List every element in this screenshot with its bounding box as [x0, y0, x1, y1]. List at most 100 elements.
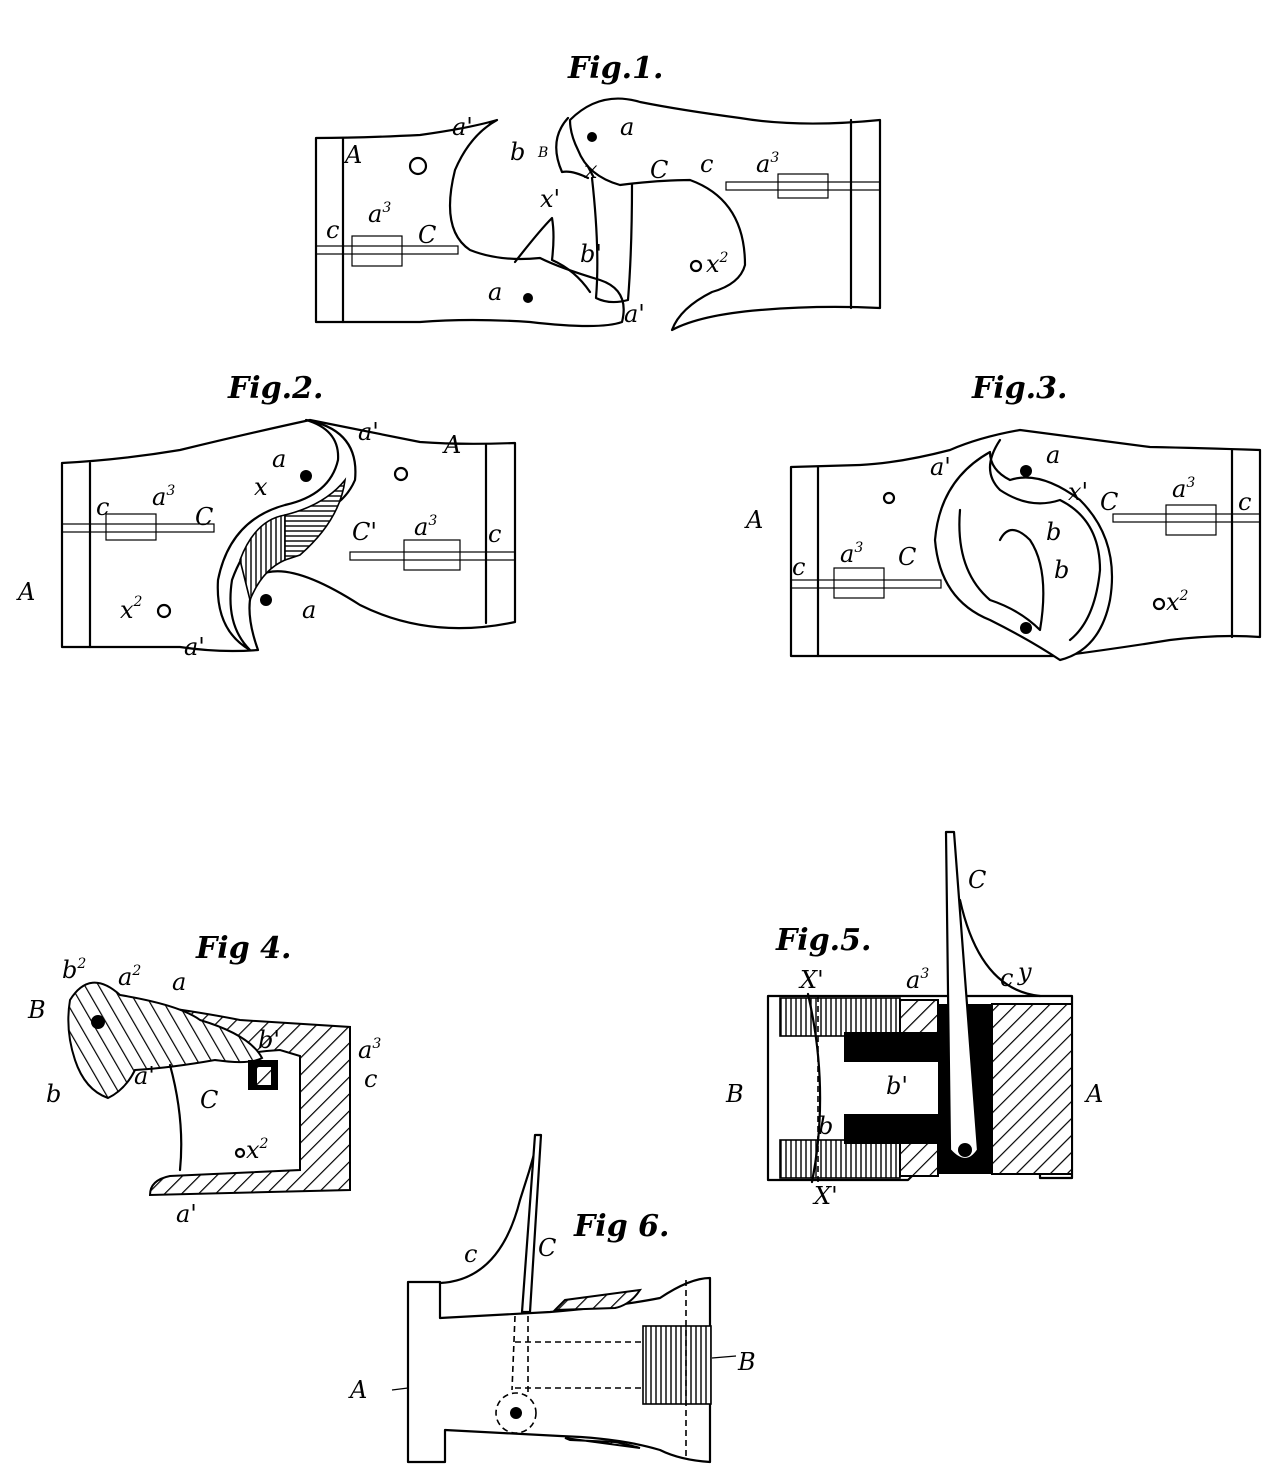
- figure-4-title: Fig 4.: [195, 931, 291, 966]
- fig4-pivot: [91, 1015, 105, 1029]
- fig1-pivot-lower: [523, 293, 533, 303]
- fig1-label-A: A: [343, 141, 362, 169]
- fig1-label-a1-top: a': [452, 113, 473, 141]
- fig1-label-c-right: c: [700, 150, 713, 178]
- fig6-label-B: B: [737, 1348, 756, 1376]
- fig3-label-x2: x2: [1166, 588, 1189, 616]
- fig3-label-x1: x': [1068, 478, 1088, 506]
- figure-5-title: Fig.5.: [775, 923, 871, 958]
- fig3-label-c-left: c: [792, 553, 805, 581]
- fig1-label-a1-bottom: a': [624, 300, 645, 328]
- fig5-label-x1-bottom: X': [812, 1182, 838, 1210]
- fig1-label-b1: b': [580, 240, 602, 268]
- fig2-label-A-right: A: [442, 431, 461, 459]
- fig3-label-c-right: c: [1238, 488, 1251, 516]
- fig2-spring-rod-left: [61, 523, 215, 533]
- fig2-body: [60, 418, 517, 653]
- fig1-label-a3-left: a3: [368, 200, 391, 228]
- fig4-label-b2: b2: [62, 956, 86, 984]
- fig2-label-C-left: C: [195, 503, 213, 531]
- fig2-pivot-upper: [300, 470, 312, 482]
- fig5-upper-ribs: [779, 997, 901, 1037]
- figure-2: Fig.2. a' A a x C C' c c a3 a3 a a' A x2: [16, 371, 517, 661]
- fig4-label-a3: a3: [358, 1036, 381, 1064]
- fig6-lower-hatch: [564, 1437, 641, 1449]
- fig1-label-C-left: C: [418, 221, 436, 249]
- fig1-pin-x2: [689, 259, 703, 273]
- fig2-label-x: x: [254, 473, 268, 501]
- fig1-spring-housing-right: [777, 173, 829, 199]
- fig4-pin-x2: [234, 1147, 246, 1159]
- fig5-curve-b: [806, 992, 822, 1184]
- fig2-label-c-right: c: [488, 520, 501, 548]
- fig5-label-c: c: [1000, 964, 1013, 992]
- fig4-spring-core: [255, 1065, 273, 1087]
- fig2-spring-rod-right: [349, 551, 516, 561]
- fig2-label-C1-right: C': [352, 518, 377, 546]
- fig5-right-section: [991, 1003, 1073, 1175]
- fig4-label-a1-mid: a': [134, 1062, 155, 1090]
- fig3-spring-rod-left: [790, 579, 942, 589]
- fig6-upper-hatch: [552, 1288, 643, 1312]
- fig4-label-a: a: [172, 968, 186, 996]
- figure-6: Fig 6. c C A B: [348, 1133, 756, 1464]
- fig1-lower-jaw-tip: [513, 216, 592, 294]
- fig1-label-B: B: [537, 145, 548, 161]
- fig4-jaw-section: [67, 981, 264, 1100]
- fig1-label-b: b: [510, 138, 525, 166]
- fig6-label-A: A: [348, 1376, 367, 1404]
- fig5-upper-section: [899, 999, 939, 1037]
- fig3-label-b-upper: b: [1046, 518, 1061, 546]
- fig3-pivot-lower: [1020, 622, 1032, 634]
- fig2-s-shell: [216, 418, 357, 652]
- fig5-lower-section: [899, 1139, 939, 1177]
- fig5-lower-ribs: [779, 1139, 901, 1179]
- fig5-lever-C: [944, 830, 980, 1161]
- fig5-label-b1: b': [886, 1072, 908, 1100]
- fig1-spring-rod-right: [725, 181, 881, 191]
- fig4-label-a1-bottom: a': [176, 1200, 197, 1228]
- fig4-label-b1: b': [258, 1026, 280, 1054]
- fig4-inner-curve: [168, 1063, 183, 1172]
- fig5-label-A: A: [1084, 1080, 1103, 1108]
- fig1-label-a-top: a: [620, 113, 634, 141]
- fig1-label-a3-right: a3: [756, 150, 779, 178]
- fig3-label-A: A: [744, 506, 763, 534]
- fig4-label-b: b: [46, 1080, 61, 1108]
- fig2-label-a1-top: a': [358, 418, 379, 446]
- figure-5: Fig.5. C X' a3 c y B b' A b X': [725, 830, 1103, 1210]
- figure-2-title: Fig.2.: [227, 371, 323, 406]
- fig5-label-B: B: [725, 1080, 744, 1108]
- fig6-pivot-ring: [495, 1392, 537, 1434]
- fig3-label-a3-right: a3: [1172, 475, 1195, 503]
- fig1-pivot-upper: [587, 132, 597, 142]
- fig2-spring-housing-right: [403, 539, 461, 571]
- fig5-lever-pivot: [958, 1143, 972, 1157]
- fig3-spring-rod-right: [1112, 513, 1261, 523]
- fig3-label-a: a: [1046, 441, 1060, 469]
- fig1-left-member: [314, 118, 625, 328]
- figure-1: Fig.1. A a a a' a' b B x x' b' C C c c a: [314, 51, 882, 332]
- fig2-label-a-top: a: [272, 445, 286, 473]
- fig2-hole: [393, 466, 409, 482]
- fig6-pivot: [510, 1407, 522, 1419]
- fig5-label-x1-top: X': [798, 966, 824, 994]
- fig3-spring-housing-left: [833, 567, 885, 599]
- fig3-label-a3-left: a3: [840, 540, 863, 568]
- fig4-label-B: B: [27, 996, 46, 1024]
- fig1-right-member: [568, 97, 882, 332]
- fig2-horiz-hatch: [284, 477, 347, 562]
- fig2-label-c-left: c: [96, 493, 109, 521]
- fig4-label-C: C: [200, 1086, 218, 1114]
- fig3-label-a1: a': [930, 453, 951, 481]
- fig5-label-a3: a3: [906, 966, 929, 994]
- fig3-lower-jaw: [958, 508, 1045, 632]
- fig1-label-x2: x2: [706, 250, 729, 278]
- fig2-spring-housing-left: [105, 513, 157, 541]
- fig6-label-C: C: [538, 1234, 556, 1262]
- fig3-label-C-left: C: [898, 543, 916, 571]
- fig2-pin-x2: [156, 603, 172, 619]
- fig4-label-a2: a2: [118, 963, 141, 991]
- fig6-label-c: c: [464, 1240, 477, 1268]
